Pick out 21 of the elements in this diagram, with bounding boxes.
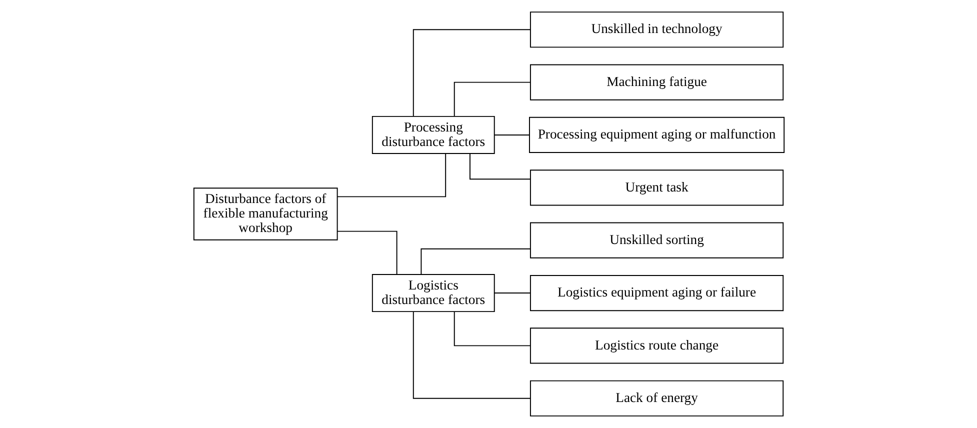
node-box: Disturbance factors of flexible manufacturing workshop <box>192 188 338 240</box>
connector <box>493 292 530 294</box>
node-box: Processing equipment aging or malfunction <box>528 116 784 154</box>
node-box: Unskilled sorting <box>529 222 784 258</box>
connector <box>412 29 530 117</box>
connector <box>453 311 530 346</box>
node-box: Processing disturbance factors <box>371 116 494 154</box>
connector <box>336 153 446 198</box>
node-box: Urgent task <box>529 170 784 206</box>
node-box: Logistics route change <box>529 328 784 364</box>
node-box: Lack of energy <box>529 380 784 416</box>
connector <box>453 82 530 117</box>
node-box: Logistics disturbance factors <box>371 274 494 312</box>
connector <box>468 153 530 180</box>
connector <box>412 311 530 399</box>
node-box: Machining fatigue <box>529 64 784 100</box>
node-box: Logistics equipment aging or failure <box>529 274 784 312</box>
node-box: Unskilled in technology <box>529 12 784 48</box>
connector <box>493 134 530 136</box>
connector <box>420 248 530 275</box>
connector <box>336 230 397 275</box>
